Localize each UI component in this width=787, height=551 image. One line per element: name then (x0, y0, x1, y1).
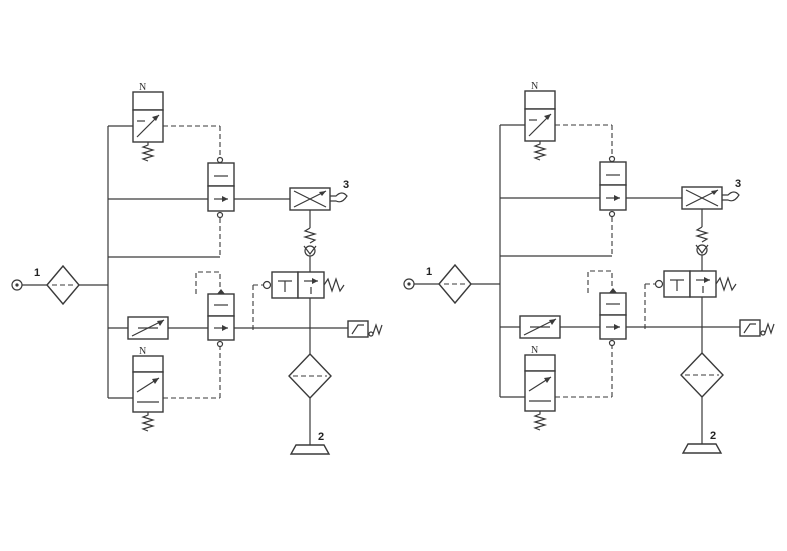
solenoid-mark-top: N (531, 81, 538, 92)
solenoid-mark-bottom: N (531, 345, 538, 356)
circuit-left: N N (11, 82, 383, 455)
solenoid-mark-top: N (139, 82, 146, 93)
solenoid-mark-bottom: N (139, 346, 146, 357)
circuit-right: N N (403, 81, 775, 454)
